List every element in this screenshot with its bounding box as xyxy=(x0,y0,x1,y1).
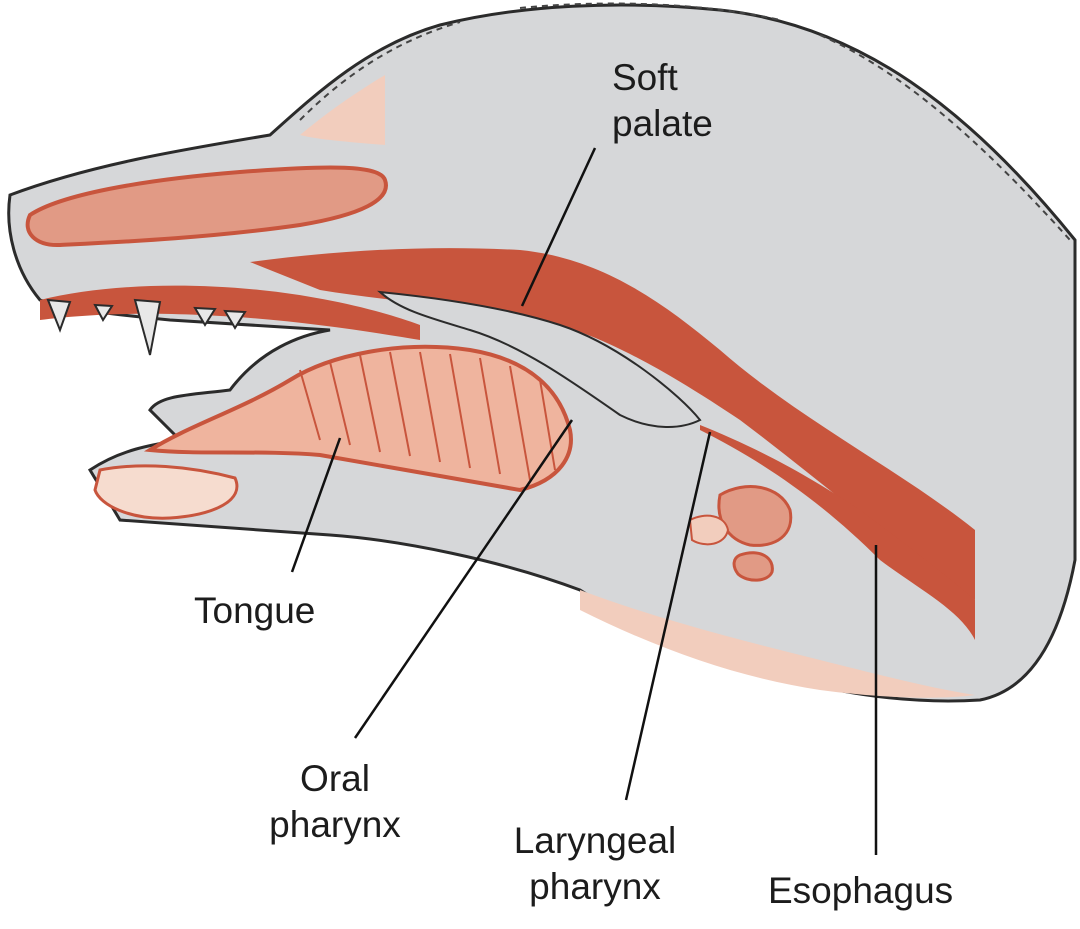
soft-palate-leader xyxy=(520,147,597,307)
tongue-striations xyxy=(299,351,556,481)
premolar-teeth xyxy=(93,303,247,330)
canine-tooth xyxy=(133,298,162,356)
throat-tissue xyxy=(580,590,975,698)
oral-pharynx-label: Oral pharynx xyxy=(250,756,420,848)
oral-pharynx-label-line2: pharynx xyxy=(269,804,401,845)
esophagus-label: Esophagus xyxy=(768,868,953,914)
palate-inner-light xyxy=(377,290,702,428)
soft-palate-label-line1: Soft xyxy=(612,57,678,98)
oral-pharynx-leader xyxy=(353,419,574,739)
lower-lip xyxy=(93,464,239,520)
fur-outline xyxy=(299,2,1071,241)
tongue-label-text: Tongue xyxy=(194,590,316,631)
incisor-tooth xyxy=(46,298,72,333)
soft-palate-label-line2: palate xyxy=(612,103,713,144)
oral-pharynx-label-line1: Oral xyxy=(300,758,370,799)
laryngeal-pharynx-label: Laryngeal pharynx xyxy=(495,818,695,910)
forehead-patch xyxy=(300,75,385,145)
soft-palate-band xyxy=(250,248,975,601)
laryngeal-pharynx-label-line1: Laryngeal xyxy=(513,820,677,861)
laryngeal-pharynx-leader xyxy=(624,431,712,801)
tongue-label: Tongue xyxy=(194,588,315,634)
tongue-leader xyxy=(290,437,342,573)
nasal-cavity xyxy=(25,165,388,248)
esophagus-label-text: Esophagus xyxy=(768,870,954,911)
tongue-shape xyxy=(143,344,573,493)
soft-palate-label: Soft palate xyxy=(612,55,713,147)
epiglottis xyxy=(688,514,730,546)
larynx-lower xyxy=(732,551,774,582)
laryngeal-pharynx-label-line2: pharynx xyxy=(529,866,661,907)
